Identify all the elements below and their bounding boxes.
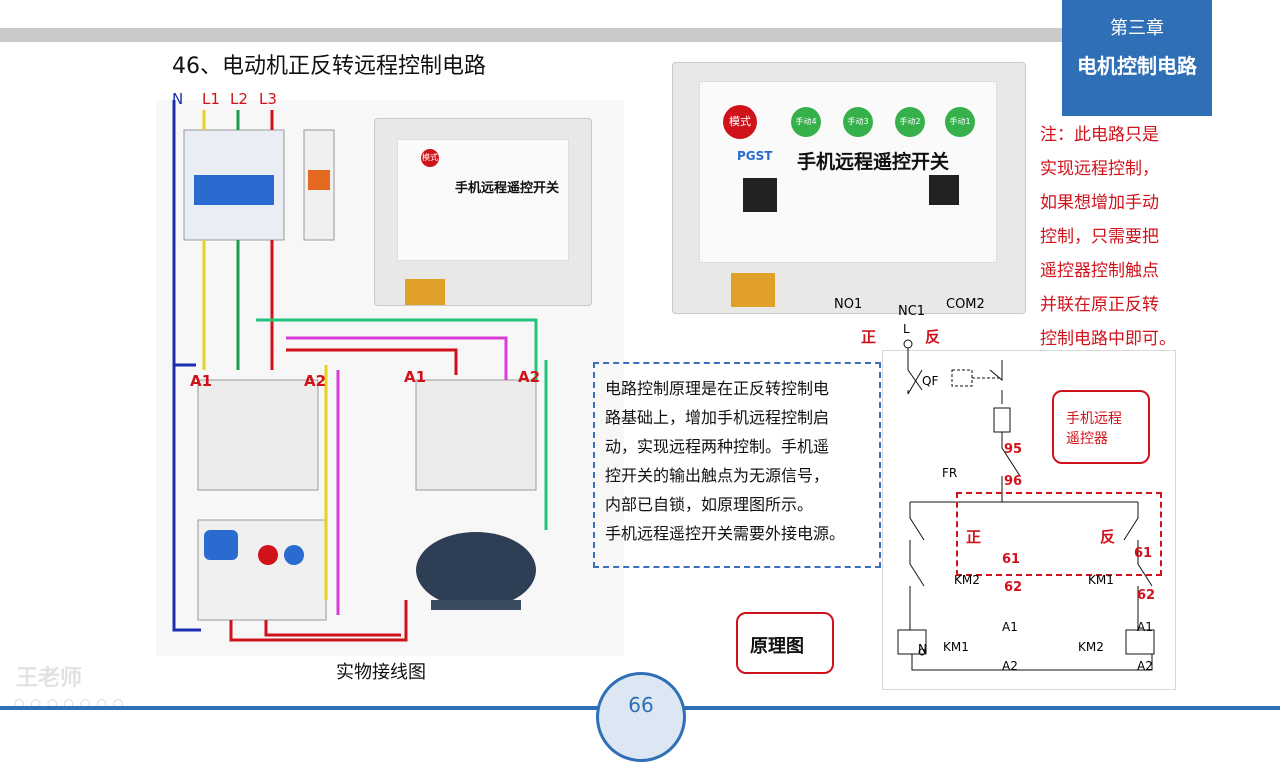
schematic-km1: KM1: [1088, 573, 1114, 587]
schematic-coil-km2: KM2: [1078, 640, 1104, 654]
phase-n: N: [172, 90, 184, 108]
manual-button-3: 手动3: [843, 107, 873, 137]
principle-line: 内部已自锁，如原理图所示。: [605, 495, 814, 514]
note-line: 实现远程控制，: [1040, 159, 1159, 179]
terminal-com2: COM2: [946, 297, 985, 312]
schematic-rev: 反: [1100, 528, 1116, 546]
reset-button: [284, 545, 304, 565]
phase-l3: L3: [259, 90, 277, 108]
contactor-km2: [415, 379, 537, 491]
motor: [416, 532, 536, 608]
label-a2-left: A2: [304, 372, 327, 390]
note-line: 如果想增加手动: [1040, 193, 1159, 213]
label-forward: 正: [861, 328, 877, 346]
device-brand: PGST: [737, 149, 773, 163]
schematic-fwd: 正: [966, 528, 982, 546]
breaker-handle: [194, 175, 274, 205]
schematic-n: N: [918, 642, 927, 656]
stop-button: [258, 545, 278, 565]
principle-line: 电路控制原理是在正反转控制电: [605, 379, 830, 398]
schematic-61a: 61: [1002, 552, 1021, 567]
note-line: 遥控器控制触点: [1040, 261, 1159, 281]
remote-callout-line: 手机远程: [1066, 411, 1122, 427]
contactor-km1: [197, 379, 319, 491]
schematic-62b: 62: [1137, 588, 1156, 603]
wiring-diagram: [172, 100, 548, 642]
page-number-badge: 66: [596, 672, 686, 762]
terminal-block-small: [405, 279, 445, 305]
schematic-61b: 61: [1134, 546, 1153, 561]
label-a1-right: A1: [404, 368, 427, 386]
overload-dial: [204, 530, 238, 560]
device-title: 手机远程遥控开关: [797, 151, 950, 173]
principle-line: 控开关的输出触点为无源信号，: [605, 466, 830, 485]
schematic-a1b: A1: [1137, 620, 1153, 634]
note-line: 注：此电路只是: [1040, 125, 1159, 145]
wire-control-1: [256, 318, 538, 380]
motor-base: [431, 600, 521, 610]
schematic-a1a: A1: [1002, 620, 1018, 634]
chapter-tab: 第三章 电机控制电路: [1062, 0, 1212, 116]
schematic-96: 96: [1004, 474, 1023, 489]
remote-switch: 模式 手动4 手动3 手动2 手动1 PGST 手机远程遥控开关: [672, 62, 1026, 314]
manual-button-2: 手动2: [895, 107, 925, 137]
label-a1-left: A1: [190, 372, 213, 390]
wiring-caption: 实物接线图: [336, 662, 426, 683]
schematic-lines: [897, 339, 1155, 671]
principle-line: 动，实现远程两种控制。手机遥: [605, 437, 830, 456]
schematic-62a: 62: [1004, 580, 1023, 595]
principle-line: 路基础上，增加手机远程控制启: [605, 408, 830, 427]
chapter-name: 电机控制电路: [1077, 54, 1197, 78]
page-title: 46、电动机正反转远程控制电路: [172, 54, 486, 79]
principle-callout-label: 原理图: [750, 636, 804, 657]
wire-neutral: [172, 100, 201, 632]
principle-line: 手机远程遥控开关需要外接电源。: [605, 524, 846, 543]
note-line: 控制电路中即可。: [1040, 329, 1176, 349]
terminal-nc1: NC1: [898, 304, 926, 319]
manual-button-4: 手动4: [791, 107, 821, 137]
device-title-small: 手机远程遥控开关: [455, 181, 560, 196]
top-bar: [0, 28, 1062, 42]
manual-button-1: 手动1: [945, 107, 975, 137]
label-a2-right: A2: [518, 368, 541, 386]
chapter-number: 第三章: [1110, 18, 1164, 39]
mode-button-small: 模式: [421, 149, 439, 167]
note-line: 并联在原正反转: [1040, 295, 1159, 315]
note-line: 控制，只需要把: [1040, 227, 1159, 247]
schematic-fr: FR: [942, 466, 958, 480]
principle-box: 电路控制原理是在正反转控制电 路基础上，增加手机远程控制启 动，实现远程两种控制…: [593, 362, 881, 568]
terminal-block: [731, 273, 775, 307]
qr-code: [743, 178, 777, 212]
remote-callout-line: 遥控器: [1066, 431, 1108, 447]
schematic-a2b: A2: [1137, 659, 1153, 673]
remote-callout: 手机远程 遥控器: [1052, 390, 1150, 464]
schematic-l: L: [903, 322, 910, 336]
wire-control-2: [286, 336, 508, 380]
remote-zone: [956, 492, 1162, 576]
schematic-a2a: A2: [1002, 659, 1018, 673]
wire-motor: [229, 600, 408, 642]
schematic-km2: KM2: [954, 573, 980, 587]
label-reverse: 反: [925, 328, 941, 346]
watermark: 王老师: [16, 666, 83, 691]
qr-code-2: [929, 175, 959, 205]
fuse-handle: [308, 170, 330, 190]
wire-control-3: [286, 348, 458, 375]
remote-switch-small: 模式 手机远程遥控开关: [374, 118, 592, 306]
schematic-qf: QF: [922, 374, 939, 388]
phase-l1: L1: [202, 90, 220, 108]
note: 注：此电路只是 实现远程控制， 如果想增加手动 控制，只需要把 遥控器控制触点 …: [1040, 118, 1190, 356]
phase-l2: L2: [230, 90, 248, 108]
schematic-95: 95: [1004, 442, 1023, 457]
mode-button: 模式: [723, 105, 757, 139]
principle-callout: 原理图: [736, 612, 834, 674]
page-number: 66: [628, 693, 654, 717]
terminal-no1: NO1: [834, 297, 863, 312]
schematic-coil-km1: KM1: [943, 640, 969, 654]
